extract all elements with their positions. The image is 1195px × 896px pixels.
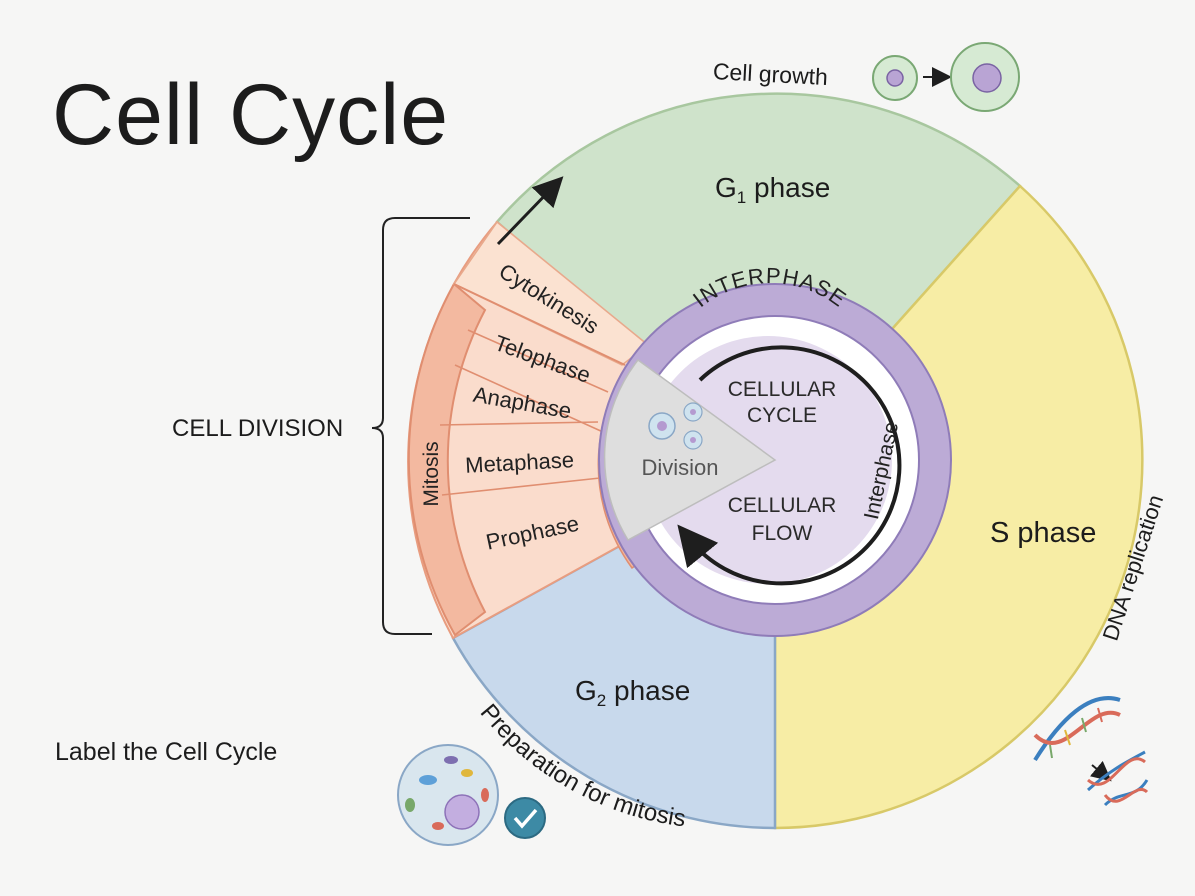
g2-phase-label: G2 phase xyxy=(575,675,690,710)
growth-arrow xyxy=(496,176,564,246)
g1-phase-wedge[interactable] xyxy=(495,92,1022,462)
cell-growth-label: Cell growth xyxy=(712,58,828,90)
page-title: Cell Cycle xyxy=(52,67,450,163)
s-phase-label: S phase xyxy=(990,517,1096,549)
divider-cyto-telo xyxy=(453,283,626,366)
cellular-flow-line1: CELLULAR xyxy=(728,494,837,517)
divider-meta-pro xyxy=(439,421,599,426)
caption: Label the Cell Cycle xyxy=(55,738,278,766)
cellular-cycle-line2: CYCLE xyxy=(747,404,817,427)
dividing-cells-icon xyxy=(648,402,703,450)
divider-telo-ana xyxy=(467,329,609,393)
cell-division-brace xyxy=(371,217,470,635)
cell-growth-icon xyxy=(872,42,1020,112)
division-triangle[interactable] xyxy=(603,358,777,541)
cell-division-label: CELL DIVISION xyxy=(172,415,343,442)
metaphase-label: Metaphase xyxy=(465,447,575,478)
dna-helix-icon xyxy=(1033,696,1149,807)
cycle-arrow xyxy=(677,345,902,586)
cellular-cycle-line1: CELLULAR xyxy=(728,378,837,401)
mitosis-band xyxy=(407,282,487,637)
g1-phase-label: G1 phase xyxy=(715,172,830,207)
mitosis-label: Mitosis xyxy=(420,441,443,506)
organelle-cell-icon xyxy=(397,744,546,846)
cellular-flow-line2: FLOW xyxy=(752,522,813,545)
s-phase-wedge[interactable] xyxy=(773,184,1144,830)
divider-pro-top xyxy=(441,477,601,496)
division-label: Division xyxy=(641,455,718,480)
divider-ana-meta xyxy=(454,364,604,433)
